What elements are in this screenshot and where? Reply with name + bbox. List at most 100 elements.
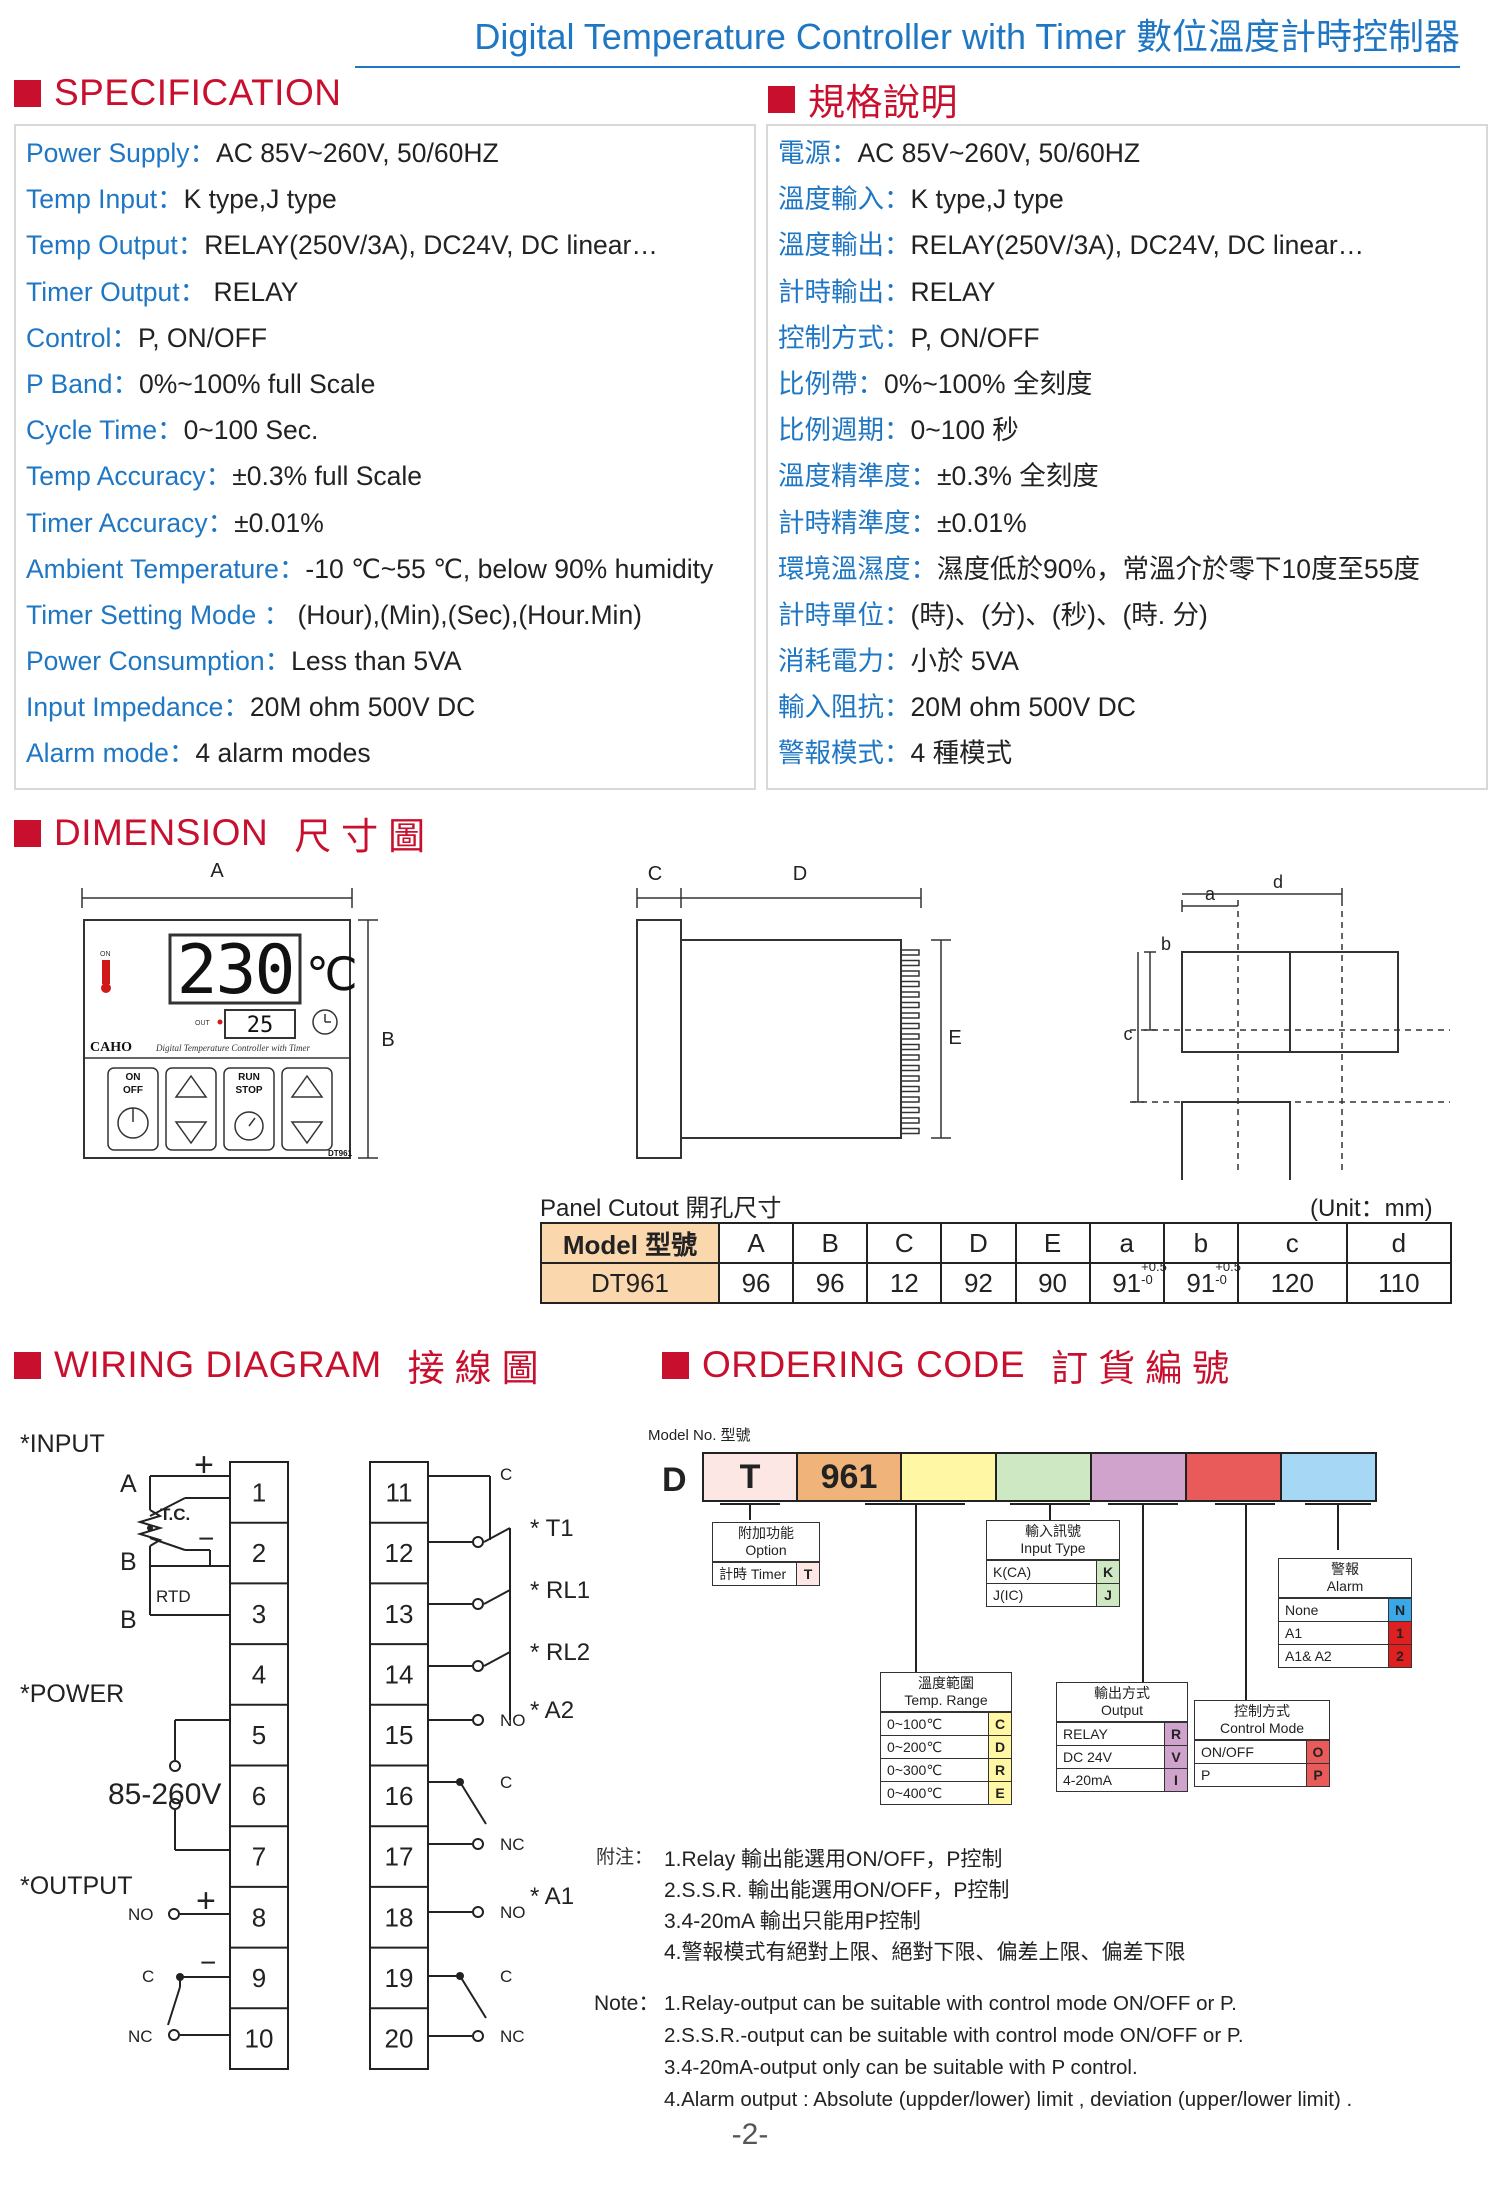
option-label: None	[1285, 1602, 1319, 1618]
terminal-pin	[900, 949, 920, 956]
a2-label: * A2	[530, 1697, 574, 1724]
box-title-zh: 警報	[1331, 1561, 1359, 1577]
option-code: O	[1306, 1741, 1329, 1763]
terminal-pin	[900, 1064, 920, 1072]
spec-label: Power Supply：	[26, 138, 217, 168]
spec-label: Temp Input：	[26, 184, 184, 215]
section-marker-icon	[768, 85, 795, 113]
dim-label-e: E	[948, 1027, 961, 1049]
cutout-hole-2	[1289, 951, 1399, 1053]
option-row: DC 24V V	[1057, 1745, 1187, 1768]
note-line: 2.S.S.R.-output can be suitable with con…	[664, 2024, 1244, 2047]
terminal-pin	[900, 970, 920, 977]
relay-nc-label: NC	[500, 1835, 525, 1854]
option-label: 0~300℃	[887, 1762, 943, 1778]
code-slot-input	[997, 1454, 1092, 1500]
spec-row: P Band：0%~100% full Scale	[26, 361, 754, 407]
dim-label-c: C	[648, 863, 662, 885]
terminal-number: 14	[385, 1659, 414, 1689]
spec-row: 計時精準度：±0.01%	[778, 500, 1486, 546]
unit-note: (Unit：mm)	[1310, 1195, 1433, 1222]
option-code: P	[1306, 1764, 1329, 1786]
run-stop-button	[223, 1067, 275, 1151]
terminal-number: 4	[252, 1659, 266, 1689]
led-on-label: ON	[100, 951, 111, 958]
celsius-unit: ℃	[306, 948, 358, 1000]
on-off-button	[107, 1067, 159, 1151]
spec-value: RELAY	[910, 276, 996, 307]
up-arrow-icon	[290, 1074, 324, 1098]
spec-label: 計時輸出：	[778, 276, 911, 307]
box-title-zh: 輸入訊號	[1025, 1523, 1081, 1539]
table-header-cell: B	[792, 1222, 869, 1264]
note-line: 4.警報模式有絕對上限、絕對下限、偏差上限、偏差下限	[664, 1941, 1186, 1964]
dimension-table: Model 型號 A B C D E a b c d DT961 96 96 1…	[540, 1222, 1453, 1304]
document-title: Digital Temperature Controller with Time…	[355, 8, 1460, 68]
c-label: C	[142, 1967, 154, 1986]
spec-value: P, ON/OFF	[910, 322, 1040, 353]
option-code: 2	[1388, 1645, 1411, 1667]
table-cell-model: DT961	[540, 1262, 720, 1304]
spec-label: Temp Accuracy：	[26, 461, 233, 492]
dim-label-b: B	[381, 1029, 394, 1051]
option-label: DC 24V	[1063, 1749, 1113, 1765]
terminal-number: 11	[386, 1477, 413, 1507]
spec-value: 濕度低於90%，常溫介於零下10度至55度	[937, 553, 1420, 584]
option-label: J(IC)	[993, 1587, 1024, 1603]
table-cell: 96	[792, 1262, 869, 1304]
spec-value: 20M ohm 500V DC	[910, 692, 1136, 723]
spec-row: 溫度精準度：±0.3% 全刻度	[778, 453, 1486, 499]
spec-row: Ambient Temperature：-10 ℃~55 ℃, below 90…	[26, 546, 754, 592]
spec-label: 溫度精準度：	[778, 461, 937, 492]
spec-label: Timer Setting Mode ：	[26, 599, 298, 630]
notes-en-label: Note：	[594, 1992, 660, 2015]
table-row: DT961 96 96 12 92 90 91+0.5-0 91+0.5-0 1…	[540, 1260, 1453, 1304]
terminal-pin	[900, 1075, 920, 1082]
code-d: D	[662, 1461, 687, 1499]
spec-label: 警報模式：	[778, 738, 911, 769]
sub-display-frame	[224, 1009, 296, 1039]
spec-row: 輸入阻抗：20M ohm 500V DC	[778, 684, 1486, 730]
option-code: V	[1164, 1746, 1187, 1768]
spec-row: Temp Output：RELAY(250V/3A), DC24V, DC li…	[26, 222, 754, 268]
spec-label: 比例帶：	[778, 368, 884, 399]
terminal-number: 17	[385, 1842, 414, 1872]
spec-row: Alarm mode：4 alarm modes	[26, 730, 754, 776]
table-cell: 90	[1014, 1262, 1091, 1304]
box-title-en: Temp. Range	[904, 1692, 988, 1708]
terminal-pin	[900, 1043, 920, 1051]
terminal-pin	[900, 959, 920, 967]
code-slot-temp-range	[902, 1454, 997, 1500]
terminal-pin	[900, 1012, 920, 1019]
table-header-cell: D	[940, 1222, 1017, 1264]
plus-sign: +	[194, 1446, 214, 1484]
cutout-hole-3	[1181, 1101, 1291, 1180]
output-label: *OUTPUT	[20, 1872, 133, 1900]
power-label: *POWER	[20, 1680, 124, 1708]
terminal-number: 2	[252, 1538, 266, 1568]
spec-label: 環境溫濕度：	[778, 553, 937, 584]
controller-face	[83, 919, 351, 1159]
terminal-number: 6	[252, 1781, 266, 1811]
spec-row: Input Impedance：20M ohm 500V DC	[26, 684, 754, 730]
page-number: -2-	[731, 2118, 769, 2151]
box-title-en: Output	[1100, 1702, 1144, 1718]
spec-title-zh: 規格說明	[808, 82, 958, 123]
relay-c-label: C	[500, 1465, 512, 1484]
voltage-label: 85-260V	[108, 1778, 221, 1811]
table-cell: 96	[717, 1262, 795, 1304]
spec-row: Control：P, ON/OFF	[26, 315, 754, 361]
btn-stop-label: STOP	[235, 1085, 262, 1096]
t1-label: * T1	[530, 1515, 574, 1542]
table-header-cell: E	[1014, 1222, 1091, 1264]
spec-label: P Band：	[26, 368, 139, 399]
option-code: 1	[1388, 1622, 1411, 1644]
plus-sign: +	[196, 1882, 216, 1920]
spec-row: 比例帶：0%~100% 全刻度	[778, 361, 1486, 407]
section-marker-icon	[14, 79, 41, 107]
